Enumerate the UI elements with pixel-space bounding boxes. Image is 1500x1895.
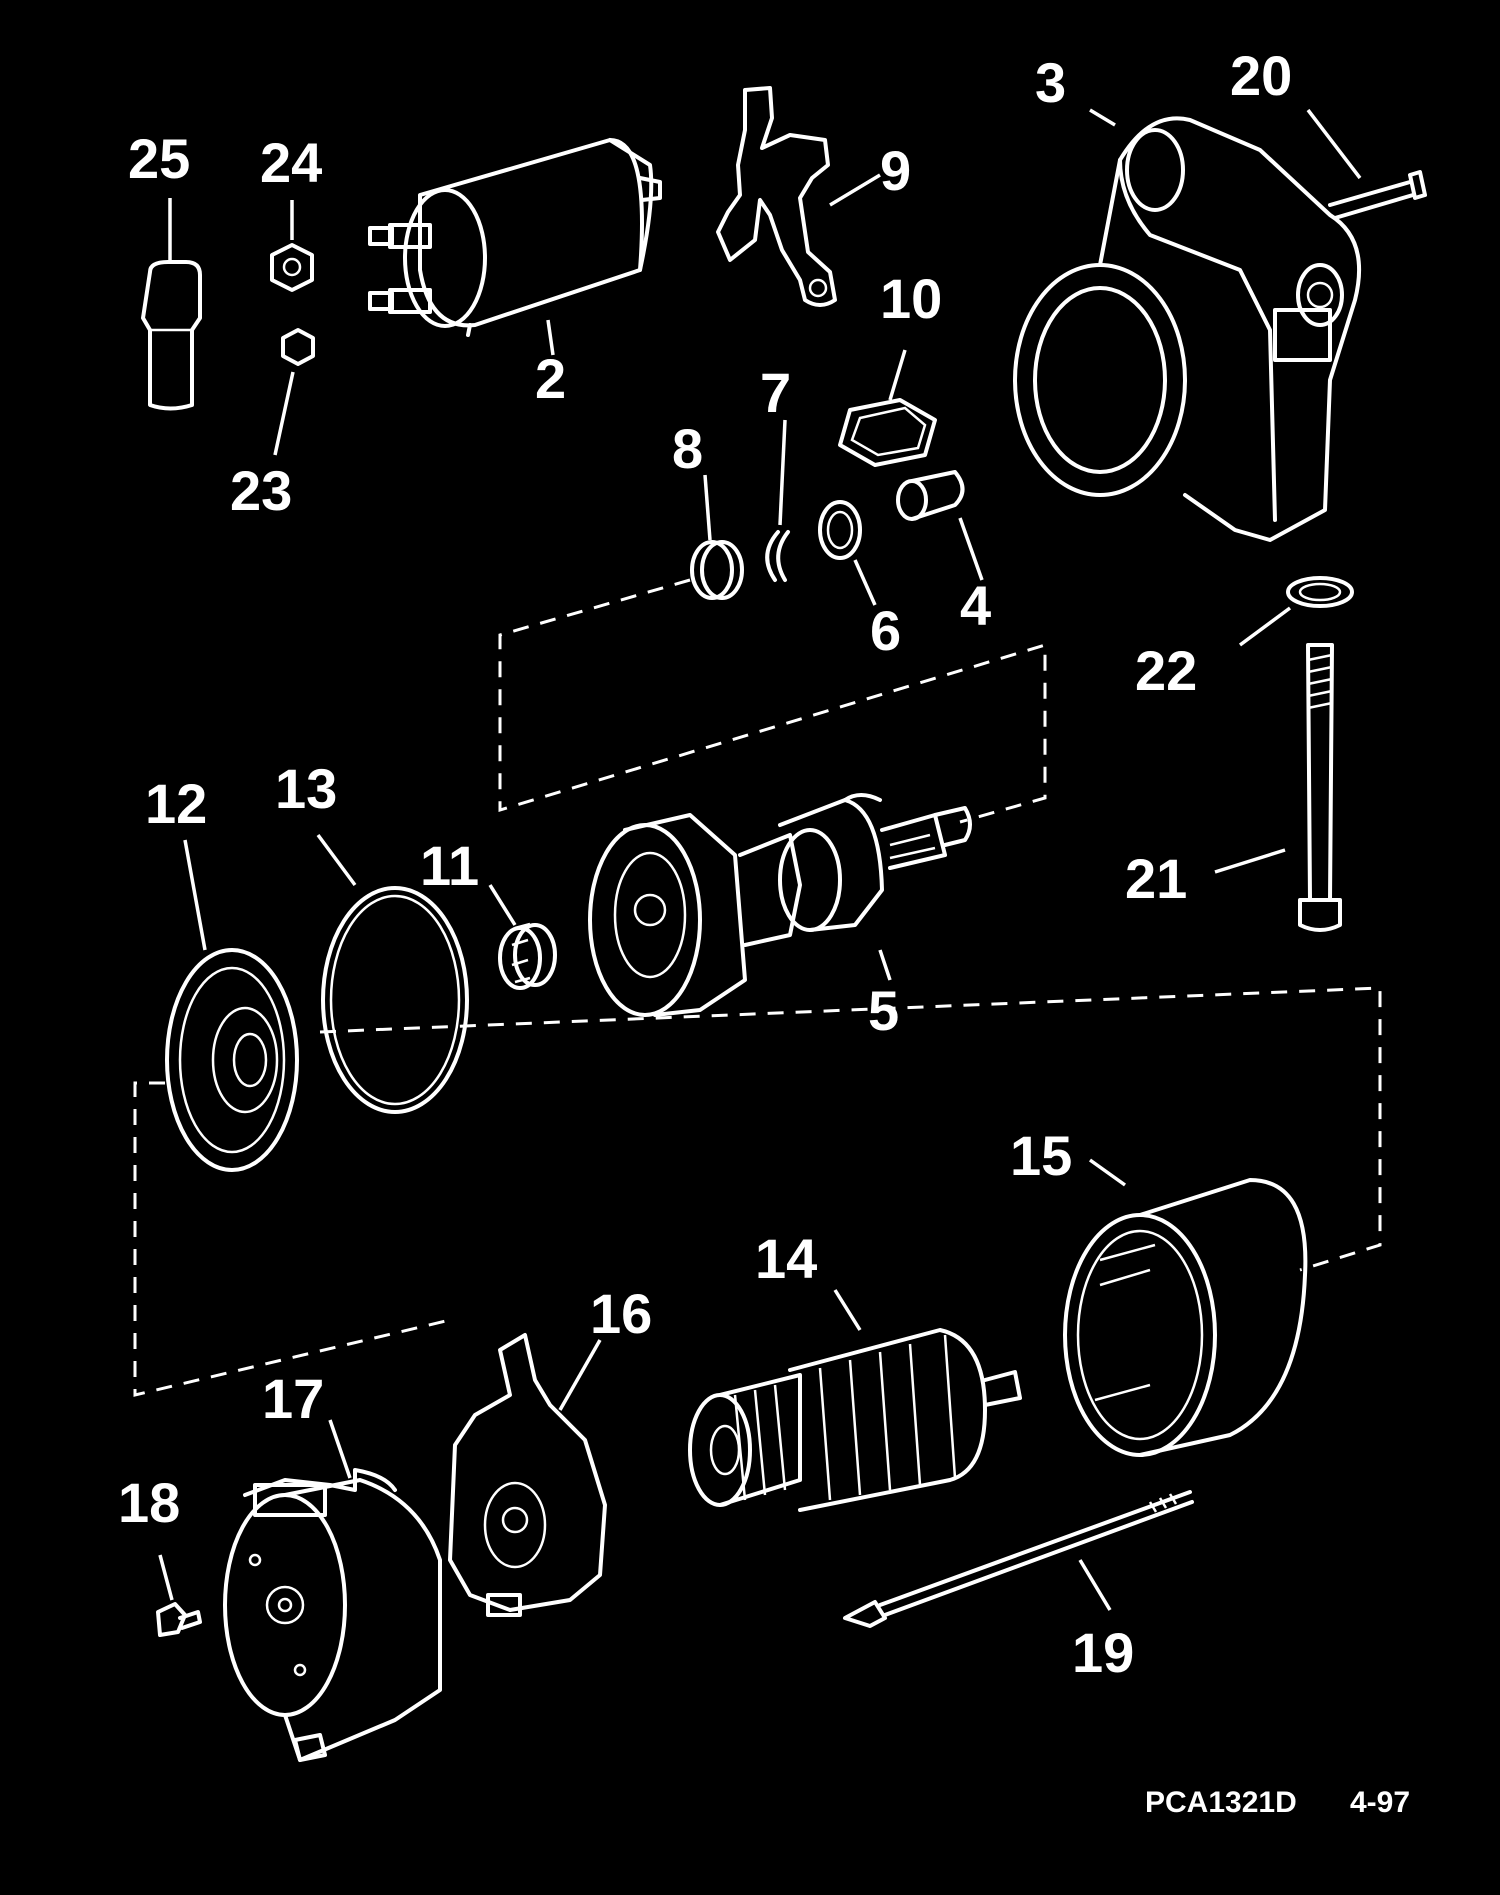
callout-7: 7 [760, 361, 791, 424]
part-10-pad [838, 349, 937, 467]
callout-10: 10 [880, 267, 942, 330]
part-22-washer [1238, 576, 1354, 647]
part-12-end-plate [165, 839, 299, 1172]
callout-11: 11 [420, 834, 479, 897]
callout-18: 18 [118, 1471, 180, 1534]
part-20-bolt [1306, 108, 1427, 220]
callout-25: 25 [128, 127, 190, 190]
callout-2: 2 [535, 347, 566, 410]
callout-22: 22 [1135, 639, 1197, 702]
part-13-o-ring [316, 833, 469, 1114]
callout-20: 20 [1230, 44, 1292, 107]
callout-16: 16 [590, 1282, 652, 1345]
part-7-circlip [765, 419, 790, 582]
callout-5: 5 [868, 979, 899, 1042]
part-4-bush [896, 470, 984, 581]
part-19-tie-rod [843, 1490, 1194, 1628]
part-24-nut [270, 200, 314, 292]
date-code: 4-97 [1350, 1786, 1410, 1819]
callout-17: 17 [262, 1367, 324, 1430]
callout-labels: 25 24 2 23 9 3 20 10 7 8 6 4 22 12 13 11… [118, 44, 1292, 1684]
callout-6: 6 [870, 599, 901, 662]
assembly-guide-lines [133, 578, 1382, 1397]
part-9-shift-lever [716, 86, 881, 307]
part-3-drive-end-housing [1013, 108, 1362, 542]
part-5-drive-assembly [588, 793, 972, 1017]
part-18-screw [156, 1554, 202, 1637]
part-16-brush-holder [448, 1333, 607, 1617]
diagram-reference: PCA1321D 4-97 [1145, 1786, 1410, 1819]
callout-15: 15 [1010, 1124, 1072, 1187]
part-25-rubber-boot [141, 198, 202, 411]
callout-24: 24 [260, 131, 322, 194]
part-6-washer [818, 500, 877, 606]
part-23-flange-nut [273, 328, 315, 456]
callout-12: 12 [145, 772, 207, 835]
callout-8: 8 [672, 417, 703, 480]
part-14-armature [688, 1289, 1022, 1512]
callout-23: 23 [230, 459, 292, 522]
callout-3: 3 [1035, 51, 1066, 114]
callout-4: 4 [960, 574, 991, 637]
reference-code: PCA1321D [1145, 1786, 1297, 1819]
part-8-ring [690, 474, 744, 600]
callout-14: 14 [755, 1227, 817, 1290]
part-17-end-cover [223, 1419, 442, 1762]
callout-9: 9 [880, 139, 911, 202]
part-2-solenoid [368, 138, 662, 356]
part-15-yoke [1063, 1158, 1308, 1457]
callout-19: 19 [1072, 1621, 1134, 1684]
callout-21: 21 [1125, 847, 1187, 910]
part-21-through-bolt [1214, 643, 1342, 932]
part-11-gear [488, 884, 557, 990]
callout-13: 13 [275, 757, 337, 820]
